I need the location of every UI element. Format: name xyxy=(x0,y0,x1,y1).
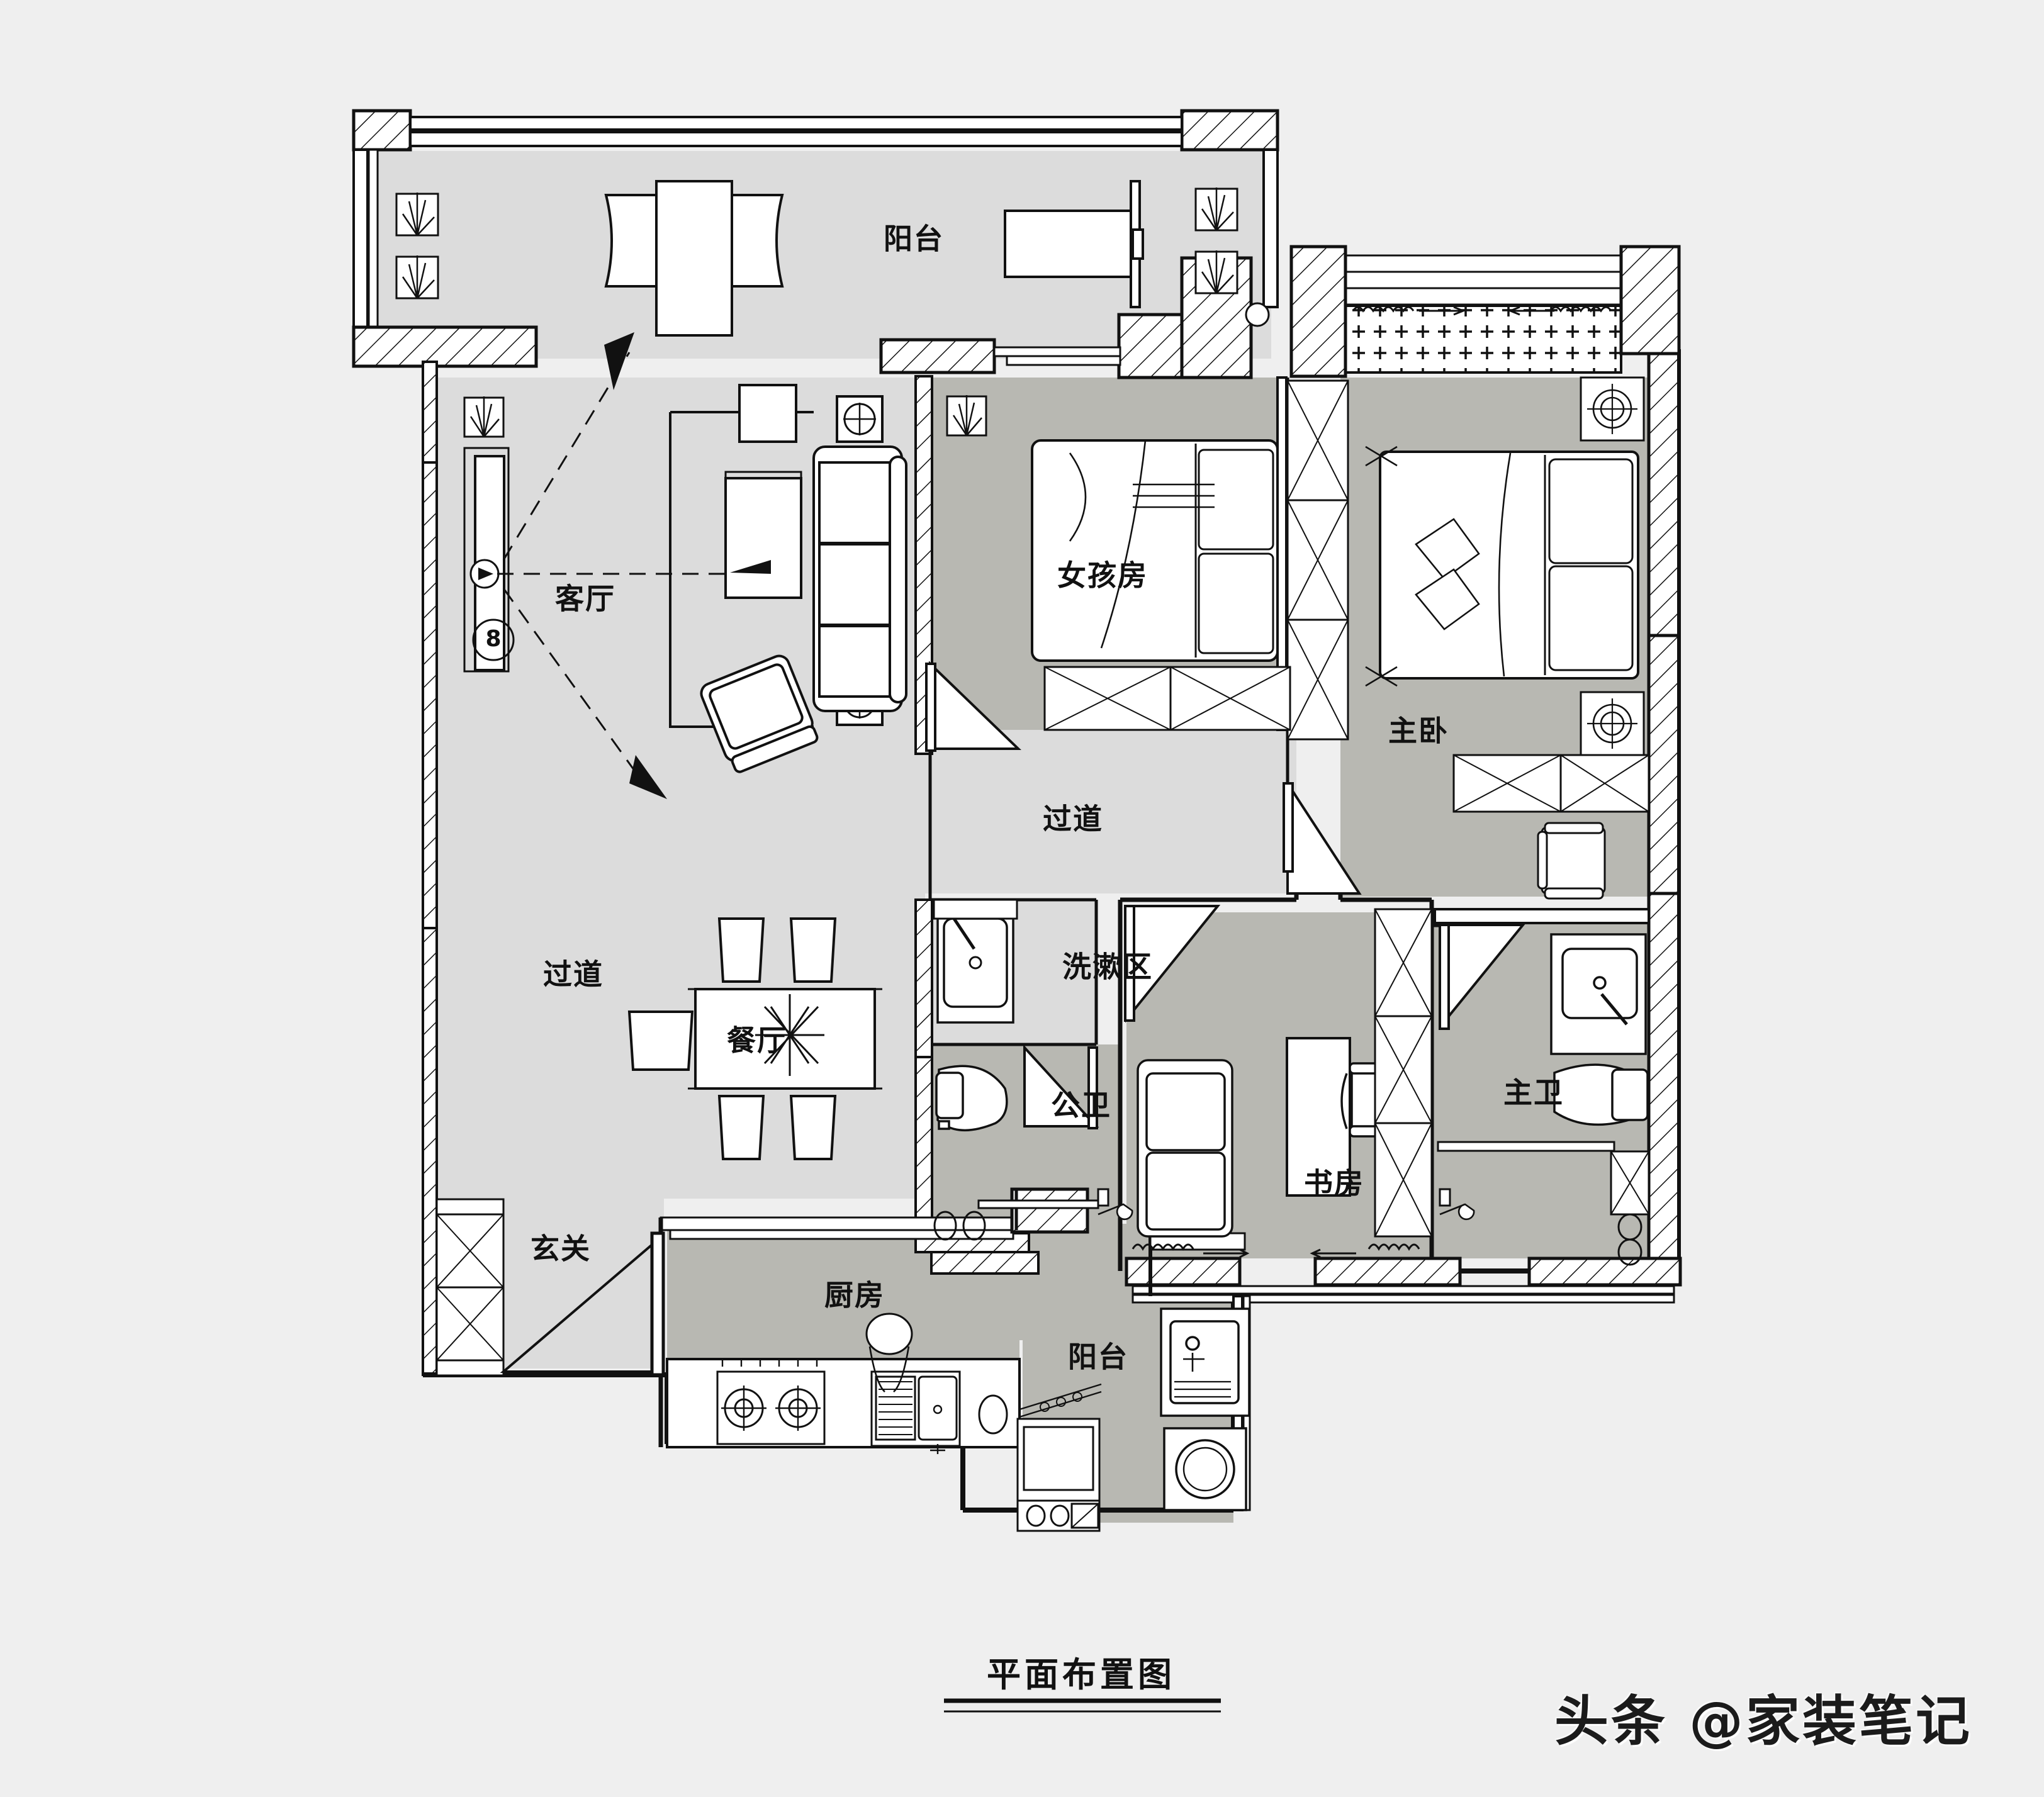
balcony-drain xyxy=(1245,302,1270,327)
plant-icon xyxy=(946,395,987,437)
dining-table xyxy=(688,988,882,1090)
nightstand xyxy=(1580,376,1645,756)
room-label-hallway-upper: 过道 xyxy=(1043,802,1103,836)
balcony-cooktop-extra xyxy=(1016,1383,1102,1532)
coffee-table xyxy=(724,477,802,599)
armchair xyxy=(700,654,819,773)
switch-symbols xyxy=(1097,1188,1475,1221)
plant-icon xyxy=(463,396,505,438)
side-table-top xyxy=(738,384,797,443)
public-bath-floor-drain xyxy=(933,1211,986,1241)
room-label-kitchen: 厨房 xyxy=(824,1279,885,1313)
toilet-public xyxy=(935,1065,1008,1132)
wardrobe-study xyxy=(1374,908,1433,1238)
sightline-arrow-up xyxy=(604,332,634,390)
room-label-entry: 玄关 xyxy=(531,1232,591,1266)
balcony-cabinet-handle xyxy=(1132,228,1144,260)
room-label-master-bath: 主卫 xyxy=(1503,1076,1564,1110)
shoe-cabinet xyxy=(435,1198,505,1377)
balcony-cabinet xyxy=(1004,210,1132,278)
door-entrance xyxy=(500,1231,665,1377)
room-label-balcony-top: 阳台 xyxy=(884,222,944,256)
plant-group-balcony xyxy=(395,188,1238,438)
wardrobe-girls xyxy=(1043,379,1349,741)
balcony-sink xyxy=(1160,1307,1250,1417)
vanity-counter xyxy=(933,898,1018,920)
markers: 8 xyxy=(485,626,501,652)
door-study xyxy=(1124,905,1221,1023)
room-label-girls-room: 女孩房 xyxy=(1057,559,1148,593)
balcony-chair-left xyxy=(604,194,658,288)
wardrobe-master xyxy=(1452,754,1650,813)
washing-machine xyxy=(1163,1427,1247,1511)
room-label-study: 书房 xyxy=(1304,1167,1364,1201)
table-accent xyxy=(730,560,771,574)
study-curtains xyxy=(1132,1243,1420,1258)
tv-wall-backer xyxy=(463,447,510,673)
kitchen-sink xyxy=(870,1370,961,1454)
door-public-bath xyxy=(1023,1044,1099,1129)
watermark-text: 头条 @家装笔记 xyxy=(1554,1690,1972,1753)
callout-circle xyxy=(472,619,515,661)
study-desk xyxy=(1286,1037,1351,1197)
room-label-hallway-lower: 过道 xyxy=(543,958,604,992)
room-labels: 阳台 客厅 女孩房 主卧 过道 过道 洗漱区 餐厅 公卫 主卫 书房 玄关 厨房… xyxy=(531,222,1564,1374)
room-label-wash-area: 洗漱区 xyxy=(1062,950,1153,984)
drawing-title-block: 平面布置图 xyxy=(944,1655,1221,1713)
wash-basin xyxy=(936,902,1014,1024)
master-basin xyxy=(1550,933,1647,1055)
girls-bed xyxy=(1031,439,1279,662)
sofa xyxy=(812,445,907,712)
shower-screen xyxy=(977,1199,1099,1209)
furniture xyxy=(395,180,1650,1532)
lamp-cross xyxy=(843,403,876,435)
door-master-bath xyxy=(1439,924,1526,1030)
plant-icon xyxy=(395,193,439,237)
master-bath-cabinet xyxy=(1610,1150,1650,1266)
dresser-stool xyxy=(1537,822,1606,900)
door-girls-room xyxy=(925,661,1021,752)
master-bed xyxy=(1365,445,1639,687)
door-master-bedroom xyxy=(1283,779,1362,895)
shower-screen-master xyxy=(1437,1141,1615,1152)
room-label-balcony-low: 阳台 xyxy=(1068,1340,1128,1374)
callout-marker-8: 8 xyxy=(485,626,501,652)
kitchen-corner-fitting xyxy=(978,1394,1008,1435)
study-sofa-bed xyxy=(1137,1059,1233,1238)
plant-icon xyxy=(1194,188,1238,232)
room-label-public-bath: 公卫 xyxy=(1051,1089,1111,1122)
sightline-arrow-down xyxy=(629,755,667,799)
gas-range xyxy=(716,1359,826,1445)
pendant-light xyxy=(755,994,824,1076)
plant-icon xyxy=(1194,250,1238,294)
room-label-master-bed: 主卧 xyxy=(1388,714,1449,748)
tv-screen-arrow xyxy=(478,568,493,580)
toilet-master xyxy=(1553,1063,1649,1126)
drawing-title: 平面布置图 xyxy=(987,1655,1176,1694)
balcony-table xyxy=(655,180,733,337)
dining-chairs xyxy=(627,917,837,1160)
person-icon xyxy=(865,1313,913,1392)
walls xyxy=(352,109,1682,1513)
plant-icon xyxy=(395,255,439,300)
room-label-dining-room: 餐厅 xyxy=(727,1024,787,1058)
room-label-living-room: 客厅 xyxy=(555,582,615,616)
balcony-chair-right xyxy=(731,194,784,288)
